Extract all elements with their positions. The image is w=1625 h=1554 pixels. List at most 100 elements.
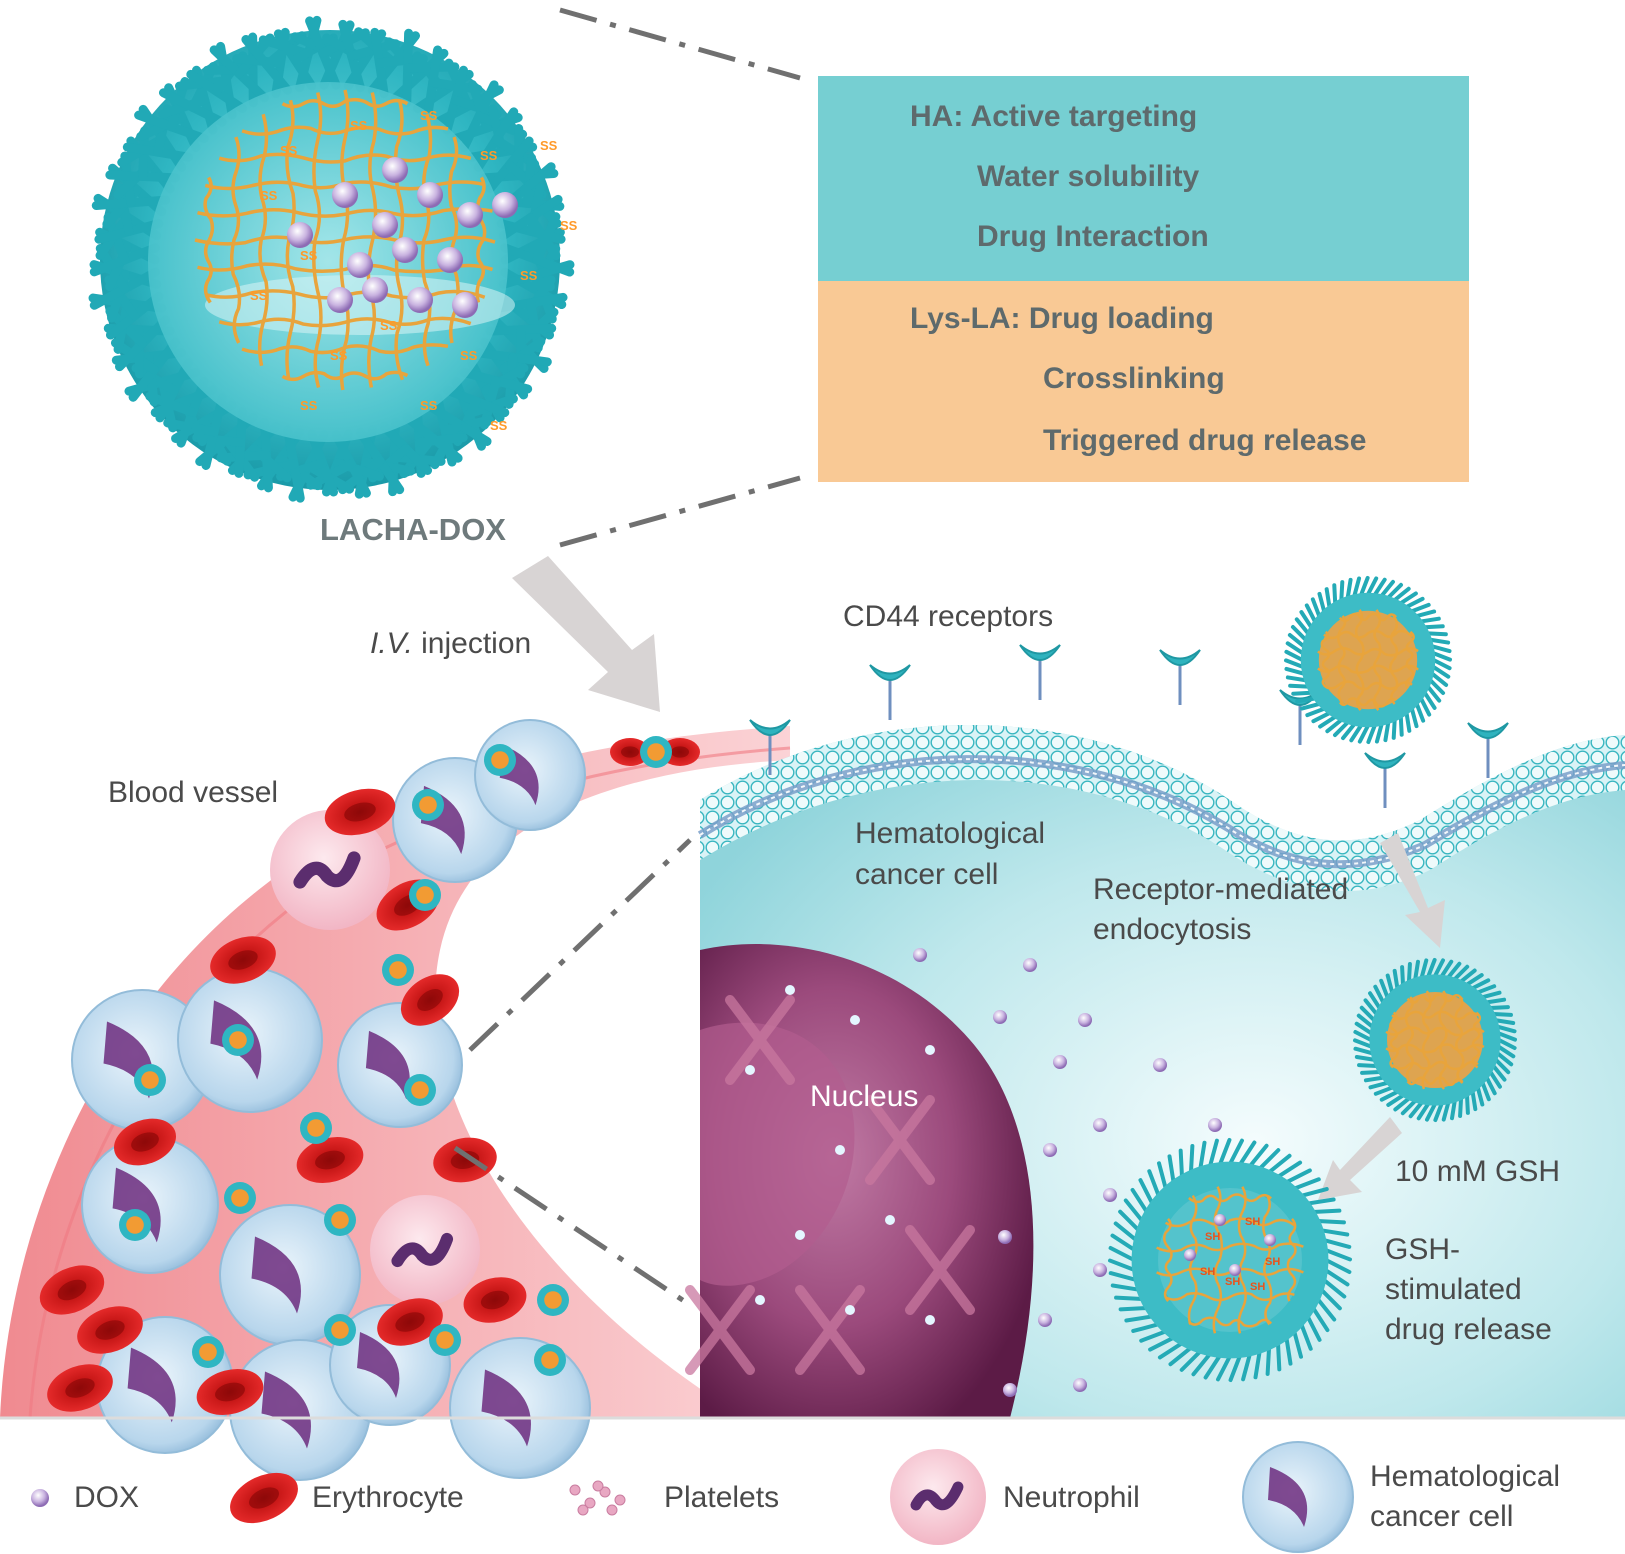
np-core: [331, 1211, 349, 1229]
legend-platelet-icon: [569, 1484, 581, 1496]
vessel-cancer-cell: [474, 719, 586, 831]
np-spike: [1323, 1247, 1352, 1262]
disulfide-label: SS: [540, 138, 558, 153]
chromosome: [865, 1095, 935, 1185]
disulfide-label: SS: [330, 348, 348, 363]
erythrocyte: [114, 1118, 176, 1166]
np-spike: [1292, 1177, 1321, 1191]
nucleus-dox: [795, 1230, 805, 1240]
np-spike: [1228, 1138, 1244, 1166]
np-spike: [1110, 1233, 1137, 1252]
free-dox: [1078, 1013, 1092, 1027]
cancer-cell-nucleus: [261, 1371, 311, 1449]
legend-dox: DOX: [74, 1481, 140, 1514]
lysla-properties-box: [818, 281, 1469, 482]
np-spike: [1147, 1169, 1161, 1198]
np-spike: [1356, 1013, 1375, 1029]
nanoparticle-small: [412, 789, 444, 821]
nanoparticle-small: [222, 1024, 254, 1056]
free-dox: [1053, 1055, 1067, 1069]
dox-molecule: [362, 277, 388, 303]
np-spike: [1353, 1038, 1374, 1049]
np-spike: [1385, 973, 1395, 995]
release-label-2: stimulated: [1385, 1273, 1522, 1306]
np-core: [1318, 610, 1418, 710]
zoom-lines-bottom: [453, 838, 692, 1308]
erythrocyte-center: [65, 1378, 95, 1398]
nanoparticle-small: [404, 1074, 436, 1106]
disulfide-label: SS: [420, 108, 438, 123]
mesh-strand: [1405, 630, 1415, 689]
endocytosis-label-2: endocytosis: [1093, 913, 1252, 946]
np-spike: [1439, 959, 1454, 979]
np-mesh: [1156, 1186, 1304, 1334]
np-spike: [1400, 965, 1405, 987]
np-core: [541, 1351, 559, 1369]
np-spike: [1299, 1322, 1313, 1351]
np-spike: [1419, 696, 1432, 717]
legend-cancer-nucleus: [1268, 1467, 1308, 1527]
np-spike: [1294, 617, 1311, 636]
shell-spike-branch: [532, 212, 561, 265]
np-spike: [1324, 587, 1332, 609]
disulfide-label: SS: [490, 418, 508, 433]
np-spike: [1353, 1030, 1373, 1042]
np-spike: [1422, 690, 1437, 710]
legend-platelet-icon: [584, 1497, 596, 1509]
free-dox: [998, 1230, 1012, 1244]
np-spike: [1431, 658, 1452, 671]
erythrocyte-center: [417, 989, 443, 1011]
lysla-item-crosslinking: Crosslinking: [1043, 362, 1225, 395]
np-spike: [1354, 1055, 1377, 1062]
np-spike: [1295, 696, 1317, 704]
neutrophil-nucleus: [293, 851, 361, 889]
disulfide-label: SS: [460, 348, 478, 363]
cd44-receptor: [1159, 649, 1201, 705]
np-spike: [1383, 720, 1391, 743]
nanoparticle-small: [537, 1284, 569, 1316]
endocytosis-label-1: Receptor-mediated: [1093, 873, 1349, 906]
np-spike: [1191, 1351, 1213, 1377]
blood-vessel-label: Blood vessel: [108, 776, 279, 809]
np-spike: [1408, 1100, 1424, 1119]
np-spike: [1108, 1271, 1139, 1282]
erythrocyte: [377, 1298, 443, 1346]
disulfide-label: SS: [280, 143, 298, 158]
np-spike: [1333, 720, 1350, 738]
nucleus-dox: [850, 1015, 860, 1025]
dox-molecule: [327, 287, 353, 313]
np-spike: [1406, 962, 1412, 984]
np-spike: [1321, 1238, 1352, 1249]
thiol-label: SH: [1205, 1231, 1220, 1243]
nanoparticle-small: [640, 736, 672, 768]
np-spike: [1374, 722, 1384, 744]
np-core: [544, 1291, 562, 1309]
np-spike: [1372, 577, 1387, 597]
np-spike: [1157, 1341, 1184, 1360]
np-spike: [1110, 1283, 1141, 1292]
np-spike: [1311, 1208, 1342, 1214]
np-spike: [1299, 1187, 1329, 1198]
np-spike: [1368, 1080, 1390, 1090]
np-spike: [1431, 651, 1452, 662]
np-spike: [1386, 1093, 1405, 1107]
np-spike: [1349, 723, 1364, 743]
disulfide-label: SS: [520, 268, 538, 283]
mesh-strand: [1389, 1011, 1399, 1069]
np-spike: [1452, 964, 1470, 982]
ha-item-water-solubility: Water solubility: [977, 160, 1200, 193]
np-core: [416, 886, 434, 904]
receptor-head: [869, 664, 911, 681]
cancer-cell-nucleus: [357, 1332, 400, 1398]
mesh-strand: [1372, 609, 1382, 711]
np-spike: [1398, 591, 1418, 606]
nucleus-dox: [885, 1215, 895, 1225]
lysla-heading: Lys-LA: Drug loading: [910, 302, 1214, 335]
dox-molecule: [392, 237, 418, 263]
np-mesh: [1317, 609, 1419, 711]
erythrocyte: [196, 1368, 264, 1416]
np-dox: [1264, 1234, 1276, 1246]
np-spike: [1257, 1148, 1281, 1171]
dox-molecule: [372, 212, 398, 238]
